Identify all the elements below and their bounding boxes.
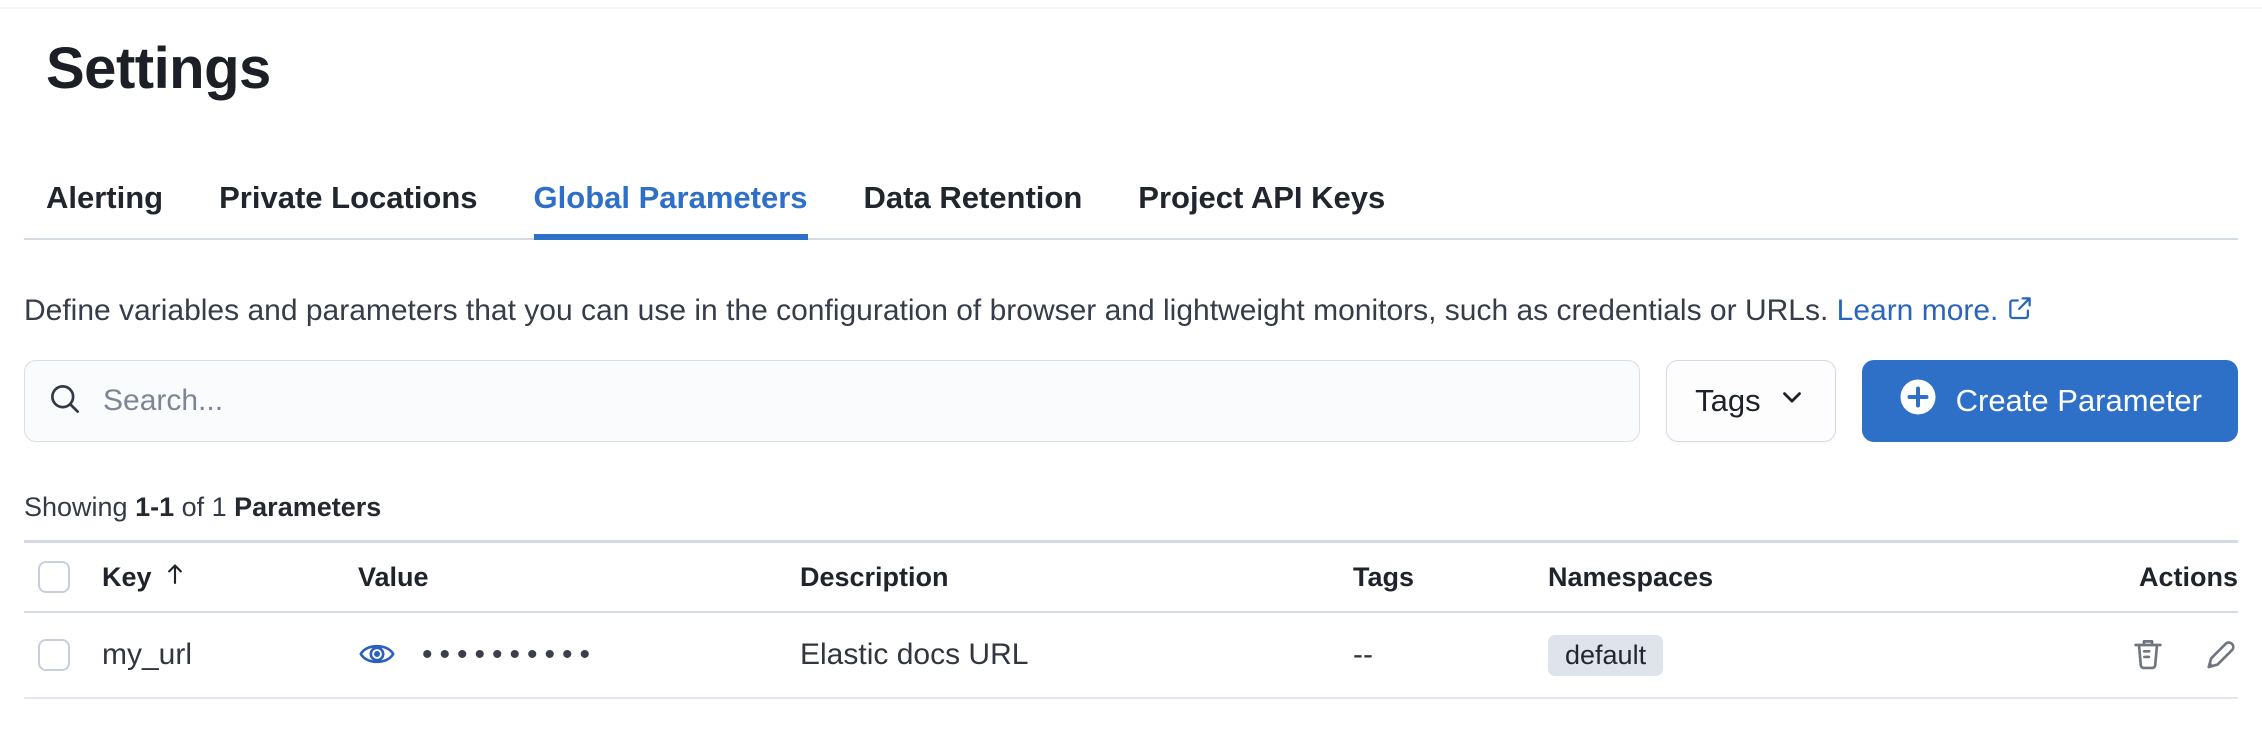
summary-range: 1-1 [135,492,175,522]
tags-cell: -- [1353,638,1373,671]
parameters-table: Key Value Description Tags Namespaces Ac… [24,540,2238,699]
namespace-badge: default [1548,634,1664,676]
value-cell: •••••••••• [358,635,800,676]
learn-more-link[interactable]: Learn more. [1837,294,2035,327]
page-title: Settings [46,36,271,101]
header-checkbox-cell [24,561,102,593]
create-parameter-label: Create Parameter [1955,383,2202,418]
plus-in-circle-icon [1898,377,1938,425]
tab-private-locations[interactable]: Private Locations [219,180,478,215]
tags-filter-button[interactable]: Tags [1666,360,1836,442]
key-column-label: Key [102,561,152,592]
external-link-icon [2006,290,2034,336]
description-text: Define variables and parameters that you… [24,294,1829,327]
actions-cell [1900,636,2238,675]
row-checkbox-cell [24,639,102,671]
namespaces-cell: default [1548,634,1900,676]
select-all-checkbox[interactable] [38,561,70,593]
reveal-value-button[interactable] [358,635,396,676]
pencil-icon [2202,636,2238,675]
tags-filter-label: Tags [1695,383,1761,418]
tab-alerting[interactable]: Alerting [46,180,164,215]
page-description: Define variables and parameters that you… [24,288,2184,336]
search-field[interactable] [24,360,1641,442]
sort-ascending-icon [162,561,188,594]
chevron-down-icon [1777,382,1807,420]
tab-global-parameters[interactable]: Global Parameters [533,180,808,240]
table-row: my_url •••••••••• Elastic docs URL -- de… [24,613,2238,699]
results-summary: Showing 1-1 of 1 Parameters [24,492,2238,523]
key-cell: my_url [102,638,193,671]
summary-entity: Parameters [234,492,382,522]
row-checkbox[interactable] [38,639,70,671]
column-header-tags: Tags [1353,561,1415,592]
create-parameter-button[interactable]: Create Parameter [1861,360,2238,442]
masked-value: •••••••••• [422,638,598,671]
learn-more-label: Learn more. [1836,294,1999,327]
toolbar: Tags Create Parameter [24,360,2238,442]
summary-prefix: Showing [24,492,136,522]
column-header-value: Value [358,561,429,592]
description-cell: Elastic docs URL [800,638,1029,671]
settings-tabs: Alerting Private Locations Global Parame… [24,180,2238,240]
column-header-description: Description [800,561,949,592]
eye-icon [358,635,396,676]
column-header-key[interactable]: Key [102,561,358,594]
search-input[interactable] [103,384,1618,418]
column-header-actions: Actions [2138,561,2238,592]
table-header-row: Key Value Description Tags Namespaces Ac… [24,543,2238,613]
trash-icon [2130,636,2166,675]
summary-middle: of 1 [174,492,235,522]
top-divider [0,0,2262,9]
tab-project-api-keys[interactable]: Project API Keys [1138,180,1386,215]
column-header-namespaces: Namespaces [1548,561,1714,592]
edit-parameter-button[interactable] [2202,636,2238,675]
search-icon [47,381,103,422]
tab-data-retention[interactable]: Data Retention [863,180,1083,215]
delete-parameter-button[interactable] [2130,636,2166,675]
